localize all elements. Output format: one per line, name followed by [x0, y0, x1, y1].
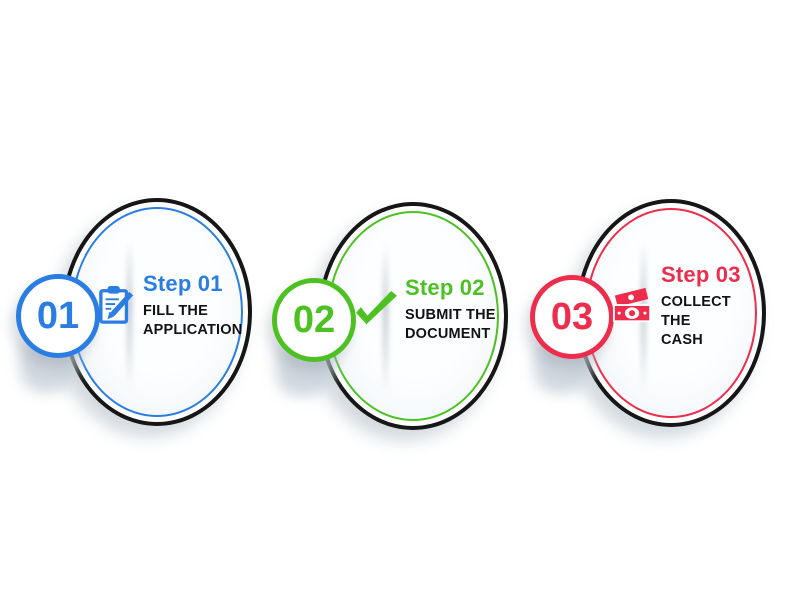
step-title: Step 01: [143, 270, 223, 296]
step-description: SUBMIT THE DOCUMENT: [405, 306, 496, 342]
step-text: Step 02 SUBMIT THE DOCUMENT: [405, 275, 496, 344]
step-content: Step 02 SUBMIT THE DOCUMENT: [354, 264, 506, 354]
step-number: 03: [550, 295, 594, 338]
clipboard-pencil-icon: [98, 283, 136, 327]
step-content: Step 03 COLLECT THE CASH: [612, 261, 764, 351]
step-number: 02: [292, 298, 336, 341]
step-number-badge: 02: [272, 278, 356, 362]
step-ellipse: [62, 198, 252, 426]
step-card-2: Step 02 SUBMIT THE DOCUMENT 02: [270, 200, 526, 460]
step-number-badge: 01: [16, 274, 100, 358]
step-text: Step 03 COLLECT THE CASH: [661, 262, 764, 350]
fold-shadow: [382, 243, 389, 391]
checkmark-icon: [354, 290, 398, 328]
step-description: FILL THE APPLICATION: [143, 302, 243, 338]
fold-shadow: [126, 239, 133, 387]
step-content: Step 01 FILL THE APPLICATION: [98, 260, 250, 350]
step-number-badge: 03: [530, 275, 614, 359]
banknotes-icon: [612, 285, 654, 327]
step-number: 01: [36, 294, 80, 337]
step-title: Step 02: [405, 274, 485, 300]
step-text: Step 01 FILL THE APPLICATION: [143, 271, 242, 340]
step-card-1: Step 01 FILL THE APPLICATION 01: [14, 196, 270, 456]
step-description: COLLECT THE CASH: [661, 294, 731, 348]
step-card-3: Step 03 COLLECT THE CASH 03: [528, 197, 784, 457]
step-title: Step 03: [661, 262, 741, 288]
